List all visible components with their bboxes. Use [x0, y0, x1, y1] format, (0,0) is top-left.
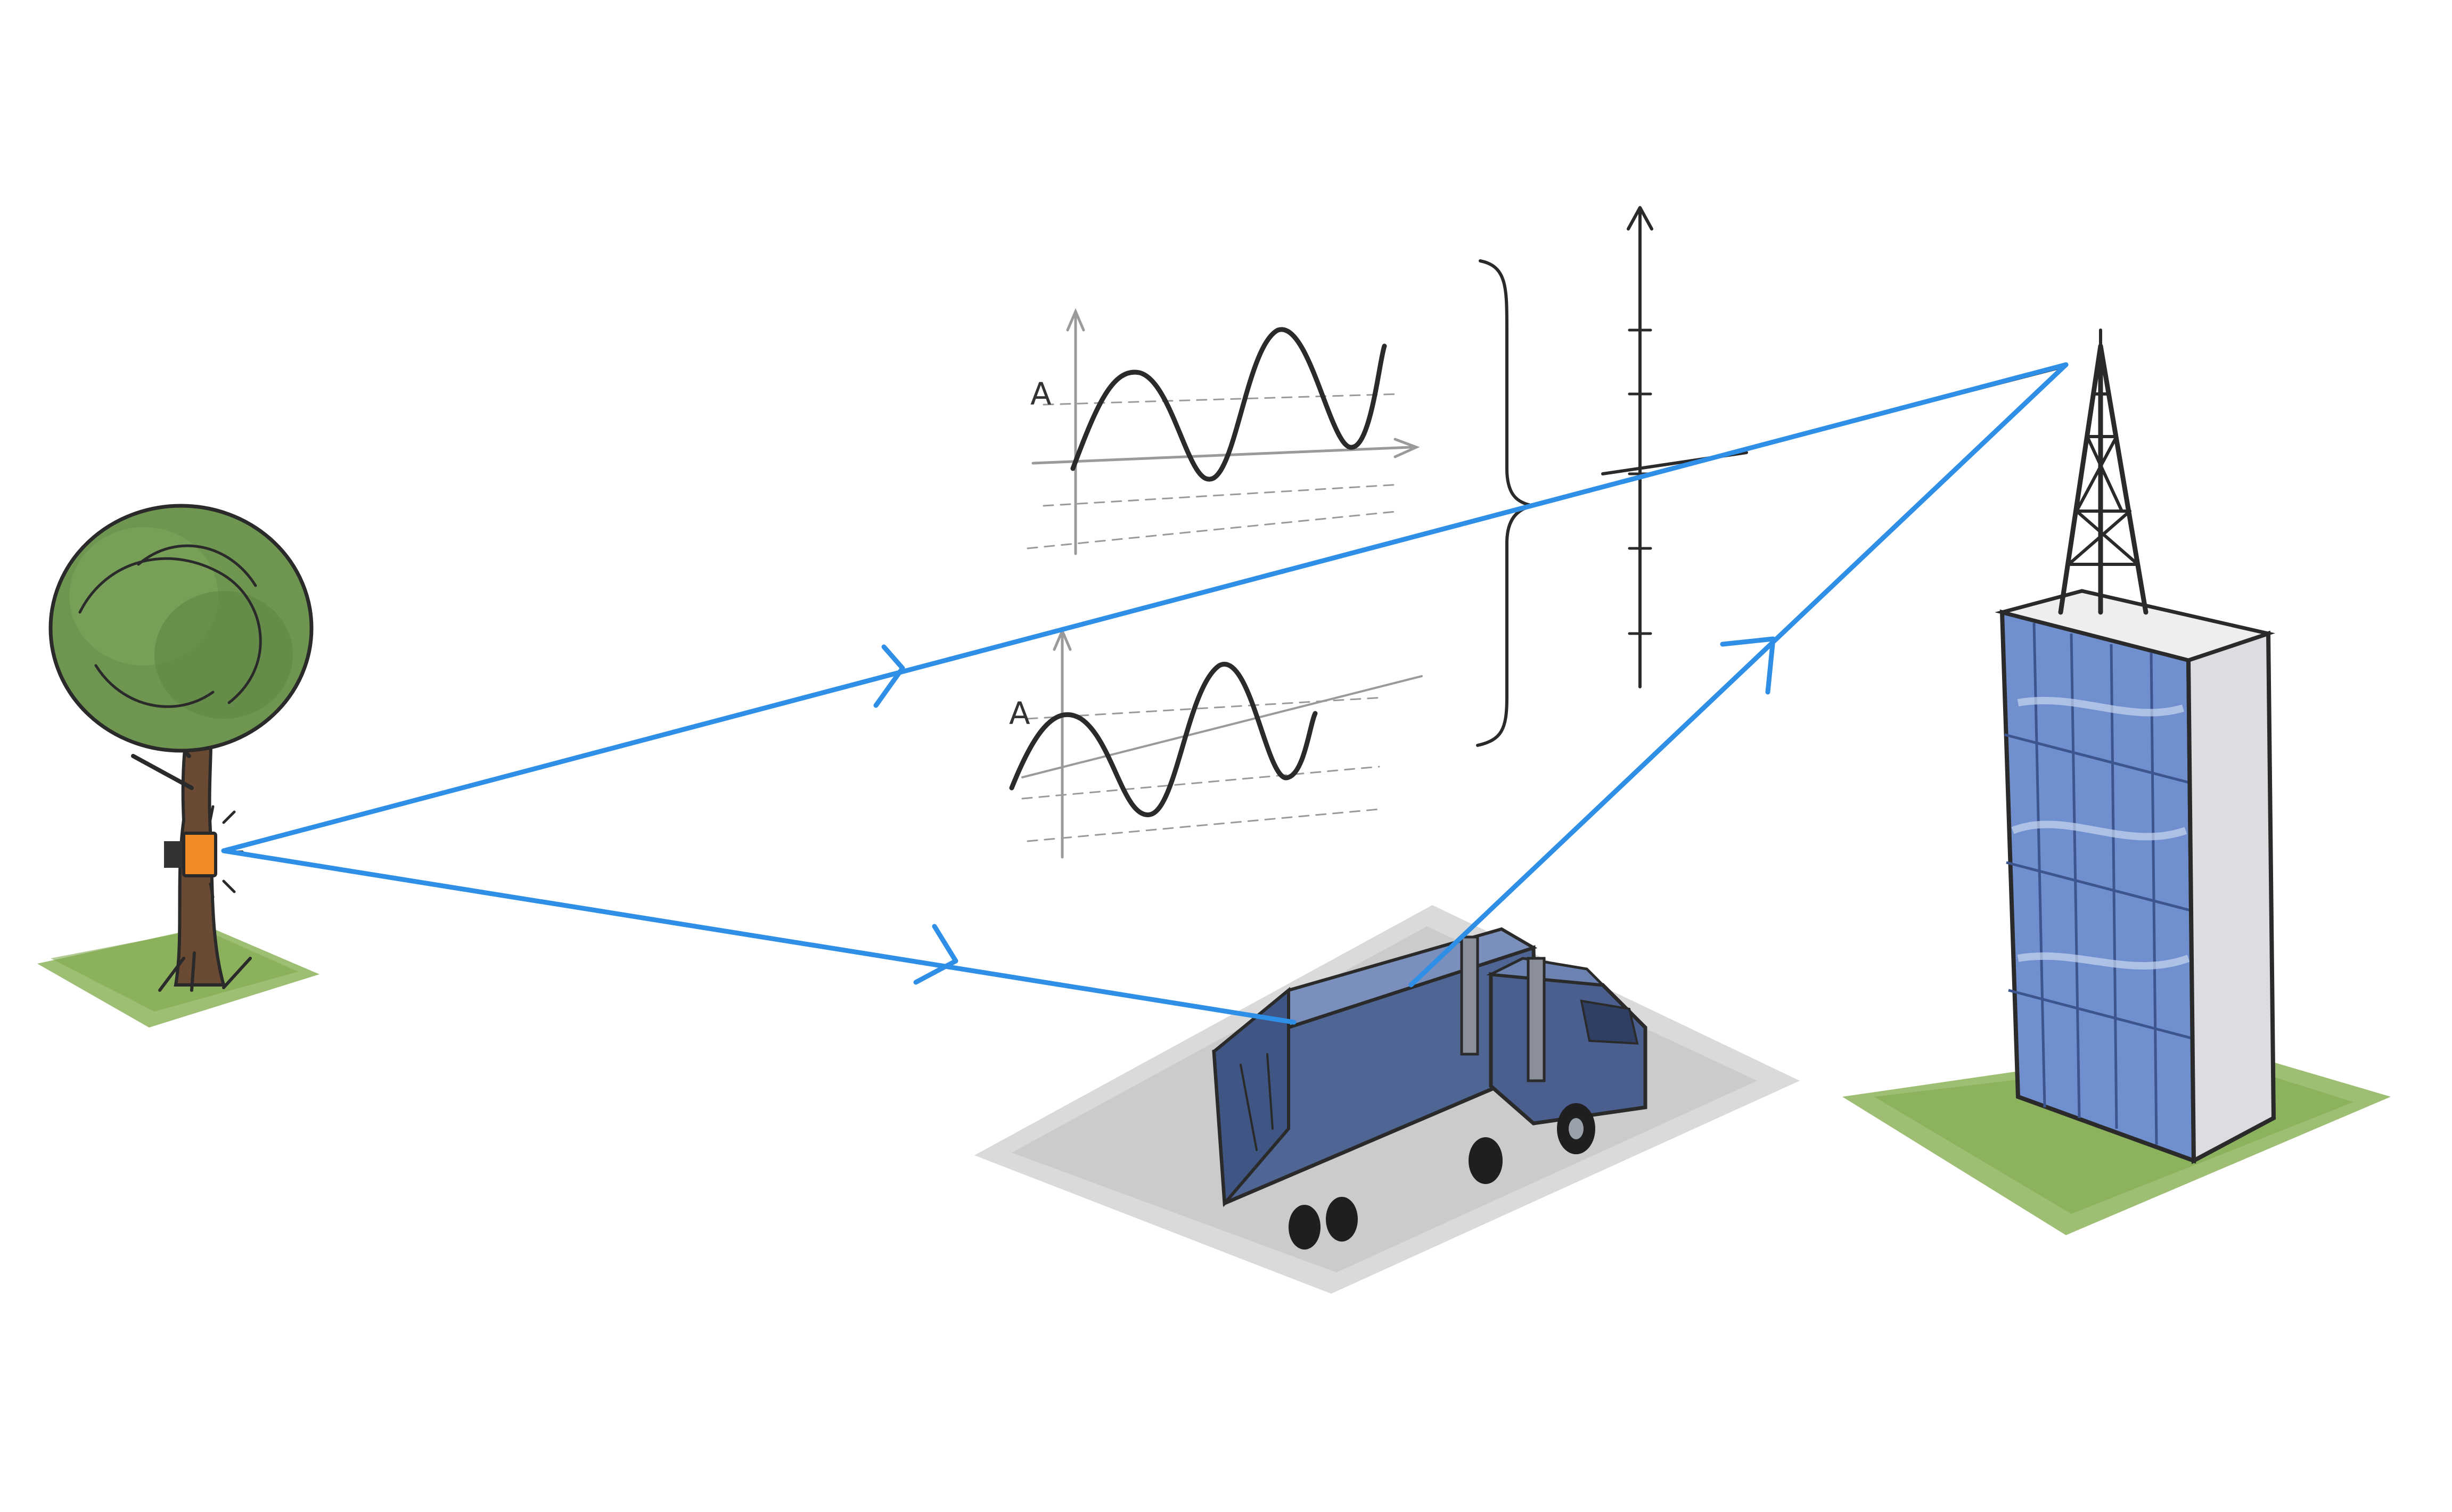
antenna-tower-icon [2058, 328, 2148, 615]
amplitude-label-top: A [1030, 376, 1052, 412]
reflected-path-to-truck [221, 848, 1297, 1025]
amplitude-label-bottom: A [1009, 695, 1030, 732]
direct-path-arrow [873, 644, 905, 708]
sine-wave-icon [1009, 662, 1318, 817]
truck-icon [974, 905, 1800, 1294]
signal-paths [221, 362, 2069, 1025]
sine-wave-icon [1070, 327, 1387, 482]
top-wave-plot: A [1027, 308, 1420, 555]
direct-path [221, 362, 2069, 853]
bottom-wave-plot: A [1009, 627, 1423, 859]
reflected-path-arrow-2 [1720, 636, 1776, 695]
sum-brace [1476, 259, 1535, 747]
tree-icon [37, 504, 319, 1028]
building-icon [1842, 589, 2391, 1235]
reflected-path-arrow-1 [913, 924, 958, 985]
reflected-path-to-tower [1408, 362, 2069, 988]
result-axis [1601, 206, 2062, 688]
